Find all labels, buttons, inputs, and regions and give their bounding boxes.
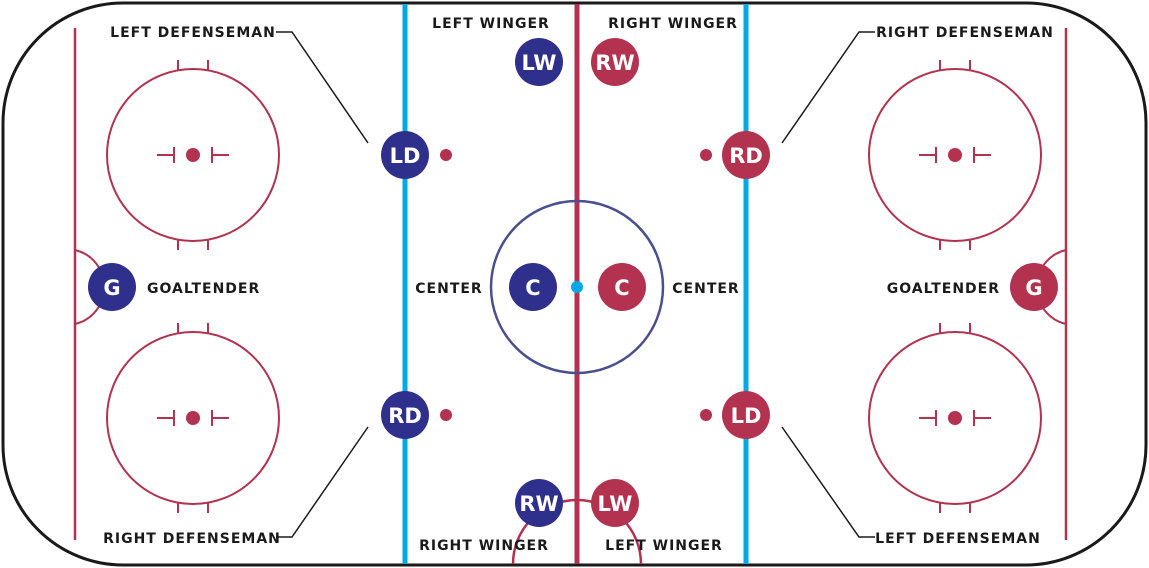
player-token-team-b-lw: LW (591, 479, 639, 527)
player-token-team-b-g: G (1010, 263, 1058, 311)
center-faceoff-dot (571, 281, 583, 293)
label-goaltender-left: GOALTENDER (147, 281, 260, 297)
player-token-label: LD (731, 404, 762, 428)
center-circle (489, 199, 665, 375)
player-token-team-a-rd: RD (381, 391, 429, 439)
player-token-label: RW (519, 492, 558, 516)
label-center-left: CENTER (415, 281, 482, 297)
player-token-label: G (103, 276, 120, 300)
player-token-team-a-rw: RW (515, 479, 563, 527)
faceoff-circle-right-top (868, 60, 1042, 250)
player-token-team-a-lw: LW (515, 38, 563, 86)
neutral-dot-right-top (700, 149, 712, 161)
label-right-winger-bottom: RIGHT WINGER (419, 538, 549, 554)
player-token-label: LW (522, 51, 557, 75)
player-token-label: RD (388, 404, 422, 428)
player-token-team-a-g: G (88, 263, 136, 311)
label-right-defenseman-bottom-left: RIGHT DEFENSEMAN (103, 531, 281, 547)
neutral-dot-left-top (440, 149, 452, 161)
player-token-label: C (614, 276, 629, 300)
player-token-label: RD (729, 144, 763, 168)
label-right-winger-top: RIGHT WINGER (608, 16, 738, 32)
neutral-dot-right-bottom (700, 409, 712, 421)
player-token-label: LD (390, 144, 421, 168)
leader-right-defenseman-right (781, 31, 875, 144)
label-left-winger-top: LEFT WINGER (432, 16, 550, 32)
leader-left-defenseman (276, 31, 369, 144)
faceoff-circle-left-bottom (106, 323, 280, 513)
player-token-team-b-c: C (598, 263, 646, 311)
player-token-label: RW (595, 51, 634, 75)
label-center-right: CENTER (672, 281, 739, 297)
label-right-defenseman-top: RIGHT DEFENSEMAN (876, 25, 1054, 41)
player-token-label: G (1025, 276, 1042, 300)
referee-crease-arc (511, 498, 643, 565)
player-token-team-b-rw: RW (591, 38, 639, 86)
label-left-defenseman-top: LEFT DEFENSEMAN (110, 25, 276, 41)
player-token-team-a-ld: LD (381, 131, 429, 179)
leader-right-defenseman-left (276, 426, 369, 538)
faceoff-circle-left-top (106, 60, 280, 250)
faceoff-circle-right-bottom (868, 323, 1042, 513)
leader-left-defenseman-right (781, 426, 875, 538)
player-token-team-b-ld: LD (722, 391, 770, 439)
neutral-dot-left-bottom (440, 409, 452, 421)
label-left-winger-bottom: LEFT WINGER (605, 538, 723, 554)
label-goaltender-right: GOALTENDER (887, 281, 1000, 297)
player-token-team-b-rd: RD (722, 131, 770, 179)
player-token-team-a-c: C (509, 263, 557, 311)
label-left-defenseman-bottom-right: LEFT DEFENSEMAN (875, 531, 1041, 547)
player-token-label: LW (598, 492, 633, 516)
player-token-label: C (525, 276, 540, 300)
